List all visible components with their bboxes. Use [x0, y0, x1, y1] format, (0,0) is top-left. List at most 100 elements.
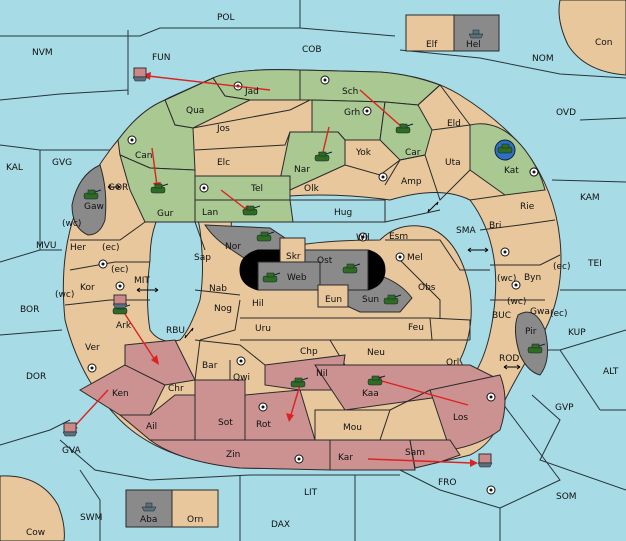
label-dax: DAX	[271, 520, 290, 530]
fleet-icon	[132, 67, 148, 82]
supply-center-icon	[395, 252, 405, 262]
tank-icon	[242, 205, 261, 216]
label-gva: GVA	[62, 446, 82, 456]
label-qua: Qua	[186, 106, 204, 116]
tank-icon	[290, 377, 309, 388]
label-nar: Nar	[294, 165, 310, 175]
label-can: Can	[135, 151, 153, 161]
tank-icon	[395, 123, 414, 134]
label-byn: Byn	[524, 273, 541, 283]
region-orn[interactable]	[171, 489, 219, 528]
supply-center-icon	[258, 402, 268, 412]
label-ovd: OVD	[556, 108, 576, 118]
label-kor: Kor	[80, 283, 95, 293]
fleet-icon	[62, 422, 78, 437]
region-jad[interactable]	[212, 69, 301, 101]
label-bri: Bri	[489, 221, 501, 231]
label-obs: Obs	[418, 283, 436, 293]
region-kar[interactable]	[329, 439, 416, 471]
region-mou[interactable]	[314, 409, 391, 441]
armies	[83, 123, 546, 388]
label-ost: Ost	[317, 256, 333, 266]
label-cow: Cow	[26, 528, 45, 538]
region-cow[interactable]	[0, 475, 65, 541]
supply-center-icon	[486, 485, 496, 495]
label-qwi: Qwi	[233, 373, 250, 383]
label-feu: Feu	[408, 323, 424, 333]
label-lan: Lan	[202, 208, 218, 218]
label-ec4: (ec)	[550, 309, 568, 319]
label-dor: DOR	[26, 372, 46, 382]
label-elc: Elc	[217, 158, 230, 168]
tank-icon	[494, 139, 516, 161]
label-los: Los	[453, 413, 468, 423]
label-pol: POL	[217, 13, 235, 23]
label-jad: Jad	[244, 87, 259, 97]
label-aba: Aba	[140, 515, 157, 525]
label-hil: Hil	[252, 299, 264, 309]
label-yok: Yok	[355, 148, 372, 158]
label-nor: Nor	[225, 242, 241, 252]
label-skr: Skr	[286, 252, 301, 262]
misc-borders	[194, 339, 431, 411]
fleet-icon	[468, 29, 484, 39]
tank-icon	[83, 189, 102, 200]
label-rbu: RBU	[166, 326, 185, 336]
supply-center-icon	[87, 363, 97, 373]
region-eun[interactable]	[317, 284, 349, 308]
label-rod: ROD	[499, 354, 519, 364]
label-ail: Ail	[146, 422, 157, 432]
label-gwa: Gwa	[530, 307, 550, 317]
label-eld: Eld	[447, 119, 461, 129]
label-gor: GOR	[108, 183, 128, 193]
label-web: Web	[287, 273, 307, 283]
supply-center-icon	[500, 247, 510, 257]
label-sch: Sch	[342, 87, 358, 97]
label-car: Car	[405, 148, 421, 158]
label-kar: Kar	[338, 453, 353, 463]
label-uru: Uru	[255, 324, 271, 334]
label-neu: Neu	[367, 348, 385, 358]
region-ken[interactable]	[79, 364, 166, 416]
region-tel[interactable]	[194, 175, 291, 201]
region-sot[interactable]	[194, 379, 246, 441]
label-kam: KAM	[580, 193, 600, 203]
label-elf: Elf	[426, 40, 438, 50]
label-wc3: (wc)	[55, 290, 74, 300]
fleet-icon	[141, 502, 157, 512]
fleets	[62, 29, 493, 512]
tank-icon	[342, 263, 361, 274]
region-gaw[interactable]	[71, 164, 107, 236]
label-sun: Sun	[362, 295, 379, 305]
label-bar: Bar	[202, 361, 218, 371]
supply-center-icon	[486, 392, 496, 402]
label-bor: BOR	[20, 305, 39, 315]
supply-center-icon	[199, 183, 209, 193]
region-chr[interactable]	[124, 339, 196, 386]
region-elf[interactable]	[405, 14, 455, 52]
label-wil: Wil	[356, 233, 370, 243]
region-pir[interactable]	[514, 311, 549, 376]
label-swm: SWM	[80, 513, 102, 523]
label-fun: FUN	[152, 53, 171, 63]
label-sot: Sot	[218, 418, 233, 428]
supply-center-icon	[511, 280, 521, 290]
region-con[interactable]	[558, 0, 626, 76]
label-gaw: Gaw	[84, 202, 104, 212]
tank-icon	[383, 294, 402, 305]
region-zin[interactable]	[148, 439, 331, 471]
label-rot: Rot	[256, 420, 271, 430]
tank-icon	[367, 375, 386, 386]
label-con: Con	[595, 38, 613, 48]
label-mou: Mou	[343, 423, 362, 433]
label-sam: Sam	[405, 448, 425, 458]
label-sma: SMA	[456, 226, 476, 236]
label-buc: BUC	[492, 311, 511, 321]
label-mvu: MVU	[36, 241, 57, 251]
tank-icon	[150, 183, 169, 194]
label-grh: Grh	[344, 108, 360, 118]
region-nil[interactable]	[264, 354, 346, 391]
label-ark: Ark	[116, 321, 132, 331]
